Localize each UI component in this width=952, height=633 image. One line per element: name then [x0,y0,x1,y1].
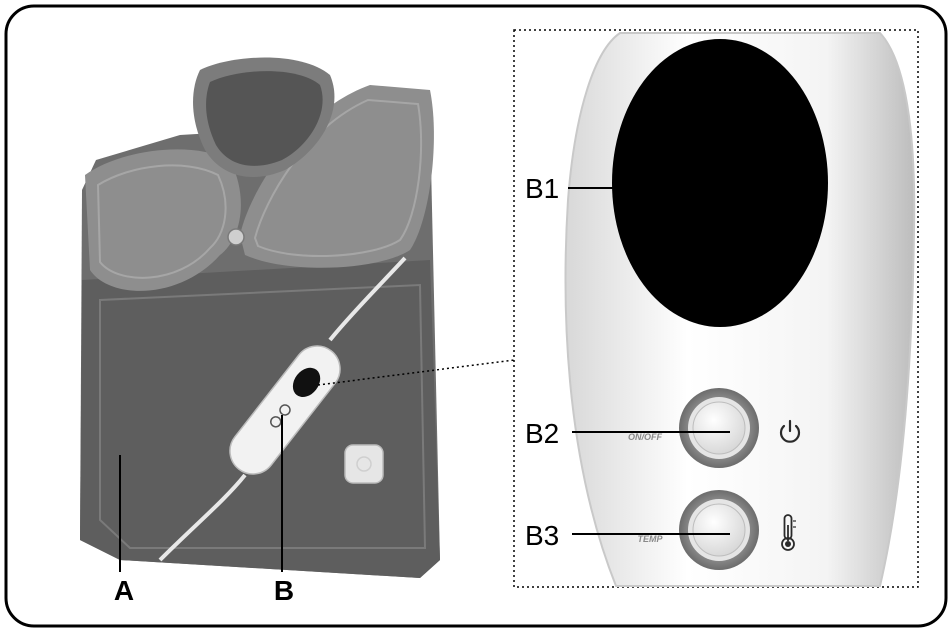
remote-detail: ON/OFF TEMP [564,32,916,587]
power-button-text: ON/OFF [628,432,662,442]
heating-pad [80,57,440,578]
detail-box [513,29,919,588]
label-a: A [114,575,134,606]
thermometer-icon [781,514,796,551]
power-icon [779,419,801,443]
temp-button[interactable]: TEMP [637,490,759,570]
display-screen [612,39,828,327]
remote-small [229,345,341,475]
label-b1: B1 [525,173,559,204]
power-button[interactable]: ON/OFF [628,388,759,468]
label-b: B [274,575,294,606]
label-b2: B2 [525,418,559,449]
label-b3: B3 [525,520,559,551]
temp-button-text: TEMP [637,534,663,544]
